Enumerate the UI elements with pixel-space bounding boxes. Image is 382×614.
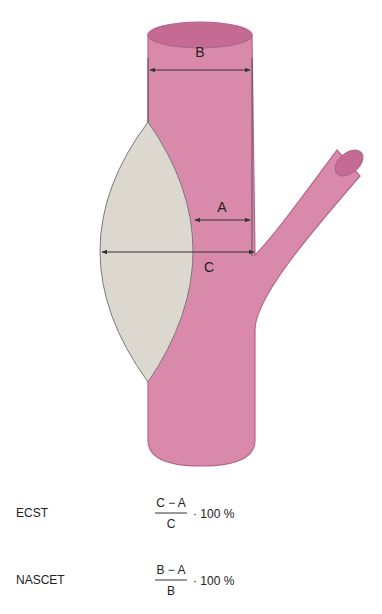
dimension-label: A	[217, 200, 226, 214]
fraction-bar	[155, 580, 187, 581]
fraction-denominator: B	[167, 585, 175, 597]
dimension-line	[102, 252, 254, 253]
extension-line	[148, 58, 149, 122]
fraction-bar	[155, 513, 187, 514]
formula-factor: · 100 %	[193, 575, 234, 587]
method-name: ECST	[16, 507, 48, 519]
dimension-line	[150, 70, 250, 71]
dimension-label: C	[204, 260, 214, 274]
fraction-numerator: B − A	[156, 564, 185, 576]
extension-line	[252, 58, 253, 256]
method-name: NASCET	[16, 574, 65, 586]
dimension-line	[195, 220, 250, 221]
fraction-numerator: C − A	[156, 497, 186, 509]
fraction-denominator: C	[167, 518, 176, 530]
formula-factor: · 100 %	[193, 508, 234, 520]
dimension-label: B	[195, 45, 204, 59]
branch-opening	[330, 145, 367, 181]
